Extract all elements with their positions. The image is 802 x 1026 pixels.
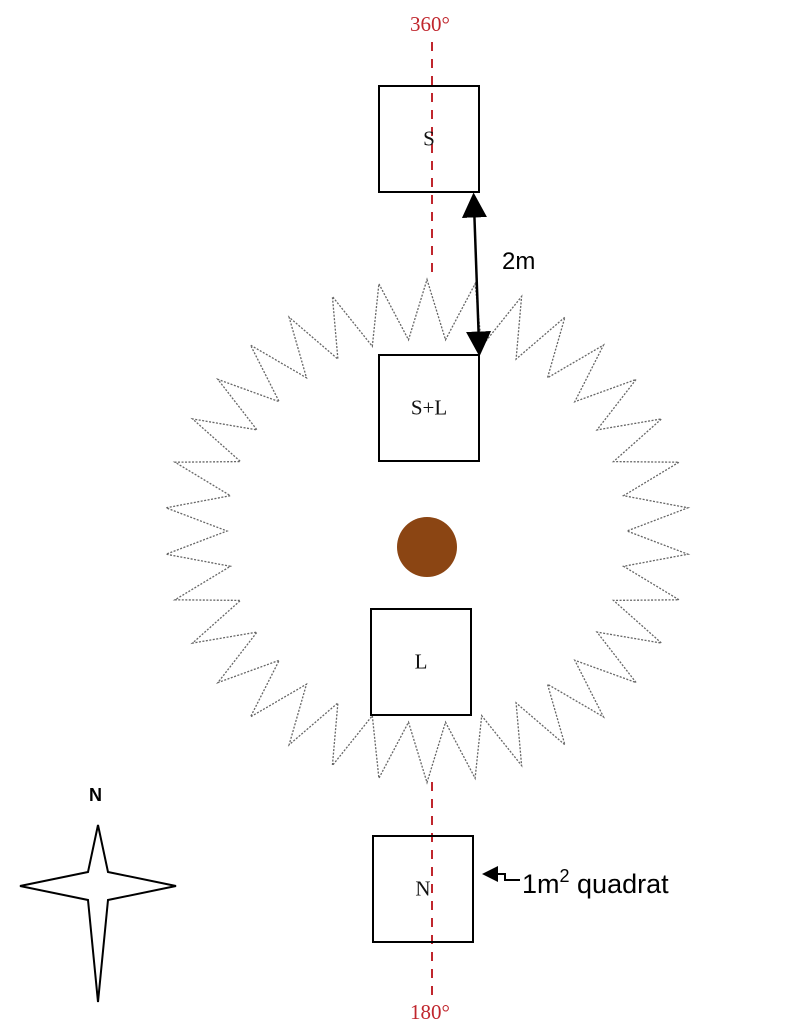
compass-north-label: N — [89, 785, 102, 805]
distance-arrow — [461, 192, 492, 357]
quadrat-n: N — [372, 835, 474, 943]
quadrat-label: L — [414, 649, 428, 674]
quadrat-size-superscript: 2 — [559, 866, 570, 886]
quadrat-label: S+L — [410, 395, 448, 420]
distance-label: 2m — [502, 248, 536, 275]
bearing-label-bottom: 180° — [410, 1000, 450, 1024]
quadrat-label: N — [415, 876, 431, 901]
quadrat-size-suffix: quadrat — [569, 869, 669, 899]
quadrat-l: L — [370, 608, 472, 716]
tree-canopy-outline — [163, 277, 691, 785]
tree-trunk — [397, 517, 457, 577]
quadrat-s: S — [378, 85, 480, 193]
quadrat-size-prefix: 1m — [522, 869, 560, 899]
quadrat-size-annotation: 1m2 quadrat — [522, 866, 669, 900]
quadrat-label: S — [423, 126, 435, 151]
quadrat-pointer-arrow — [482, 866, 520, 882]
quadrat-s-plus-l: S+L — [378, 354, 480, 462]
compass-star-icon — [19, 824, 177, 1003]
bearing-label-top: 360° — [410, 12, 450, 36]
